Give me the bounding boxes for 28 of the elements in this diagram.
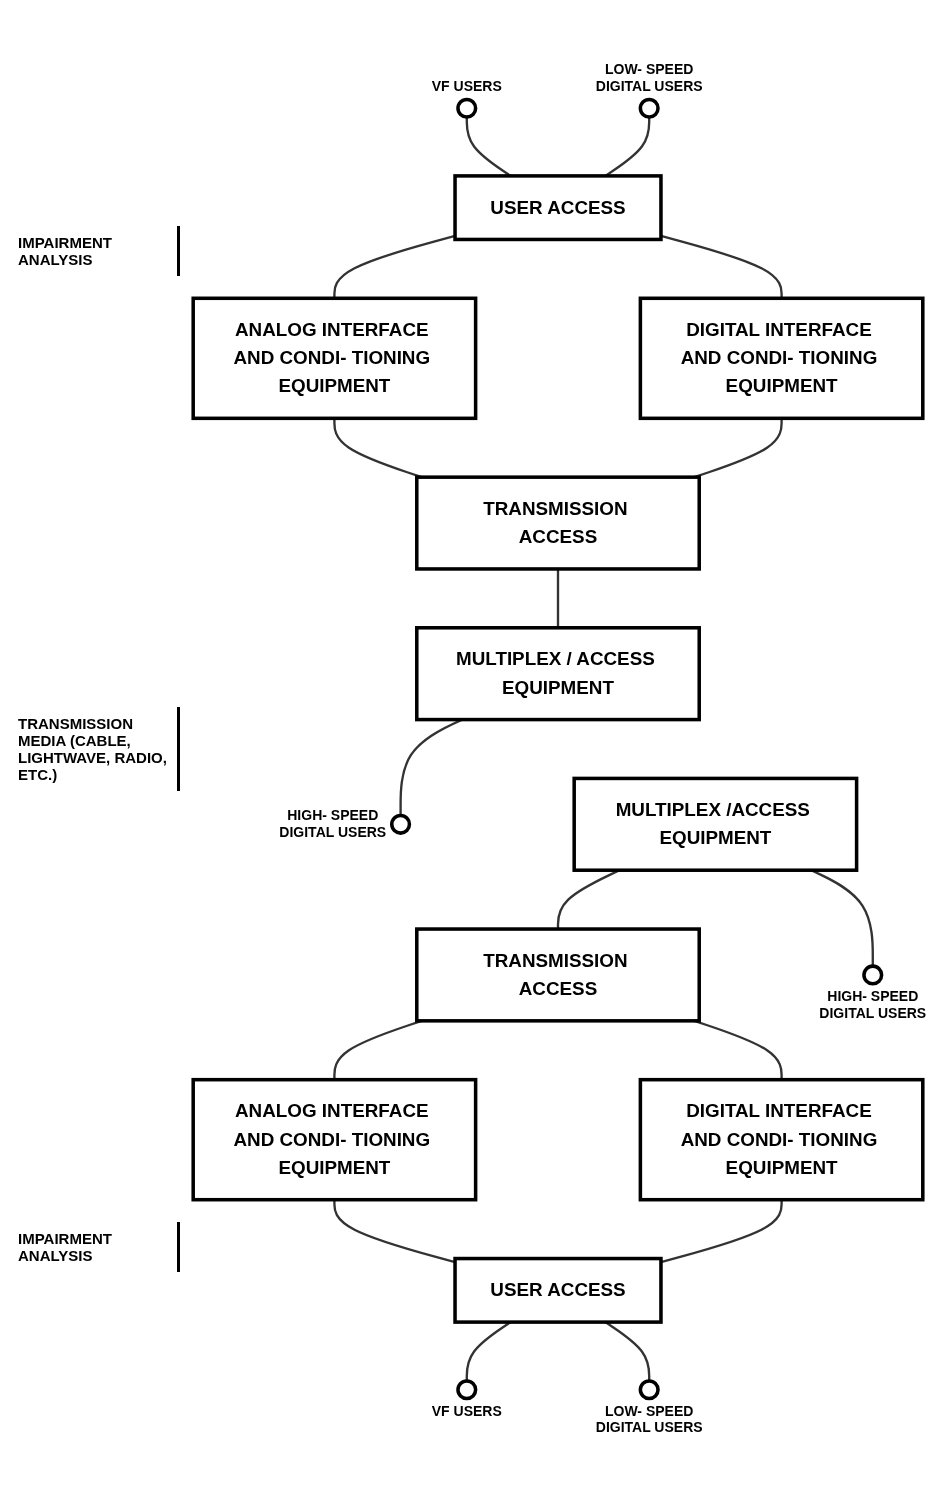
- node-circle: [638, 1379, 660, 1401]
- user-label: HIGH- SPEED DIGITAL USERS: [278, 807, 388, 841]
- node-box: TRANSMISSION ACCESS: [415, 927, 701, 1023]
- node-circle: [456, 1379, 478, 1401]
- node-box: ANALOG INTERFACE AND CONDI- TIONING EQUIPMENT: [191, 1077, 478, 1202]
- node-circle: [638, 97, 660, 119]
- node-circle: [390, 813, 412, 835]
- node-box: MULTIPLEX / ACCESS EQUIPMENT: [415, 626, 701, 722]
- connector: [556, 568, 560, 628]
- node-box: USER ACCESS: [453, 1256, 663, 1324]
- bracket-label: TRANSMISSION MEDIA (CABLE, LIGHTWAVE, RADIO, ETC.): [10, 707, 180, 791]
- user-label: VF USERS: [430, 78, 503, 96]
- connector: [660, 1199, 783, 1264]
- connector: [660, 234, 783, 299]
- node-box: DIGITAL INTERFACE AND CONDI- TIONING EQUIPMENT: [638, 296, 925, 421]
- user-label: LOW- SPEED DIGITAL USERS: [594, 1402, 704, 1437]
- node-box: ANALOG INTERFACE AND CONDI- TIONING EQUIPMENT: [191, 296, 478, 421]
- user-label: HIGH- SPEED DIGITAL USERS: [818, 987, 928, 1022]
- bracket-label: IMPAIRMENT ANALYSIS: [10, 225, 180, 276]
- bracket-label: IMPAIRMENT ANALYSIS: [10, 1222, 180, 1273]
- node-box: USER ACCESS: [453, 174, 663, 242]
- node-circle: [456, 97, 478, 119]
- node-box: MULTIPLEX /ACCESS EQUIPMENT: [572, 776, 859, 872]
- node-box: DIGITAL INTERFACE AND CONDI- TIONING EQUIPMENT: [638, 1077, 925, 1202]
- user-label: VF USERS: [430, 1402, 503, 1420]
- node-circle: [862, 964, 884, 986]
- user-label: LOW- SPEED DIGITAL USERS: [594, 61, 704, 95]
- node-box: TRANSMISSION ACCESS: [415, 475, 701, 571]
